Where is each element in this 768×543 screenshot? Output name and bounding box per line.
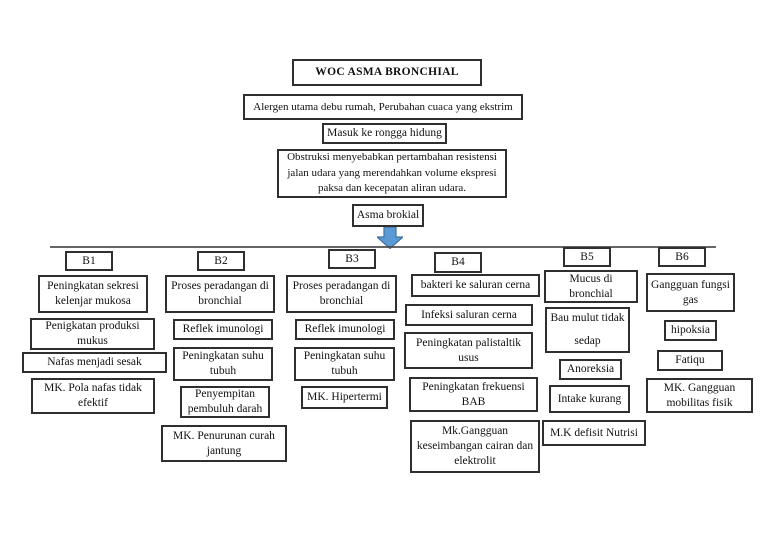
node-b6-3: Fatiqu	[657, 350, 723, 371]
node-asthma: Asma brokial	[352, 204, 424, 227]
diagram-title: WOC ASMA BRONCHIAL	[292, 59, 482, 86]
node-b4-3: Peningkatan palistaltik usus	[404, 332, 533, 369]
node-b1-4: MK. Pola nafas tidak efektif	[31, 378, 155, 414]
branch-b2-label: B2	[197, 251, 245, 271]
branch-divider-line	[50, 246, 716, 248]
node-b3-4: MK. Hipertermi	[301, 386, 388, 409]
node-b3-1: Proses peradangan di bronchial	[286, 275, 397, 313]
node-b4-4: Peningkatan frekuensi BAB	[409, 377, 538, 412]
node-b4-1: bakteri ke saluran cerna	[411, 274, 540, 297]
branch-b6-label: B6	[658, 247, 706, 267]
branch-b1-label: B1	[65, 251, 113, 271]
branch-b4-label: B4	[434, 252, 482, 273]
node-b3-3: Peningkatan suhu tubuh	[294, 347, 395, 381]
node-b2-3: Peningkatan suhu tubuh	[173, 347, 273, 381]
node-b6-1: Gangguan fungsi gas	[646, 273, 735, 312]
node-entry: Masuk ke rongga hidung	[322, 123, 447, 144]
node-b6-4: MK. Gangguan mobilitas fisik	[646, 378, 753, 413]
branch-b5-label: B5	[563, 247, 611, 267]
node-b3-2: Reflek imunologi	[295, 319, 395, 340]
branch-b3-label: B3	[328, 249, 376, 269]
node-b2-1: Proses peradangan di bronchial	[165, 275, 275, 313]
node-b1-1: Peningkatan sekresi kelenjar mukosa	[38, 275, 148, 313]
node-b1-2: Penigkatan produksi mukus	[30, 318, 155, 350]
node-b1-3: Nafas menjadi sesak	[22, 352, 167, 373]
node-b2-5: MK. Penurunan curah jantung	[161, 425, 287, 462]
node-b5-5: M.K defisit Nutrisi	[542, 420, 646, 446]
node-b5-4: Intake kurang	[549, 385, 630, 413]
node-b5-3: Anoreksia	[559, 359, 622, 380]
node-obstruction: Obstruksi menyebabkan pertambahan resist…	[277, 149, 507, 198]
node-b4-2: Infeksi saluran cerna	[405, 304, 533, 326]
node-allergen: Alergen utama debu rumah, Perubahan cuac…	[243, 94, 523, 120]
node-b5-2: Bau mulut tidak sedap	[545, 307, 630, 353]
node-b2-2: Reflek imunologi	[173, 319, 273, 340]
node-b5-1: Mucus di bronchial	[544, 270, 638, 303]
node-b4-5: Mk.Gangguan keseimbangan cairan dan elek…	[410, 420, 540, 473]
node-b2-4: Penyempitan pembuluh darah	[180, 386, 270, 418]
down-arrow-icon	[377, 227, 403, 249]
node-b6-2: hipoksia	[664, 320, 717, 341]
